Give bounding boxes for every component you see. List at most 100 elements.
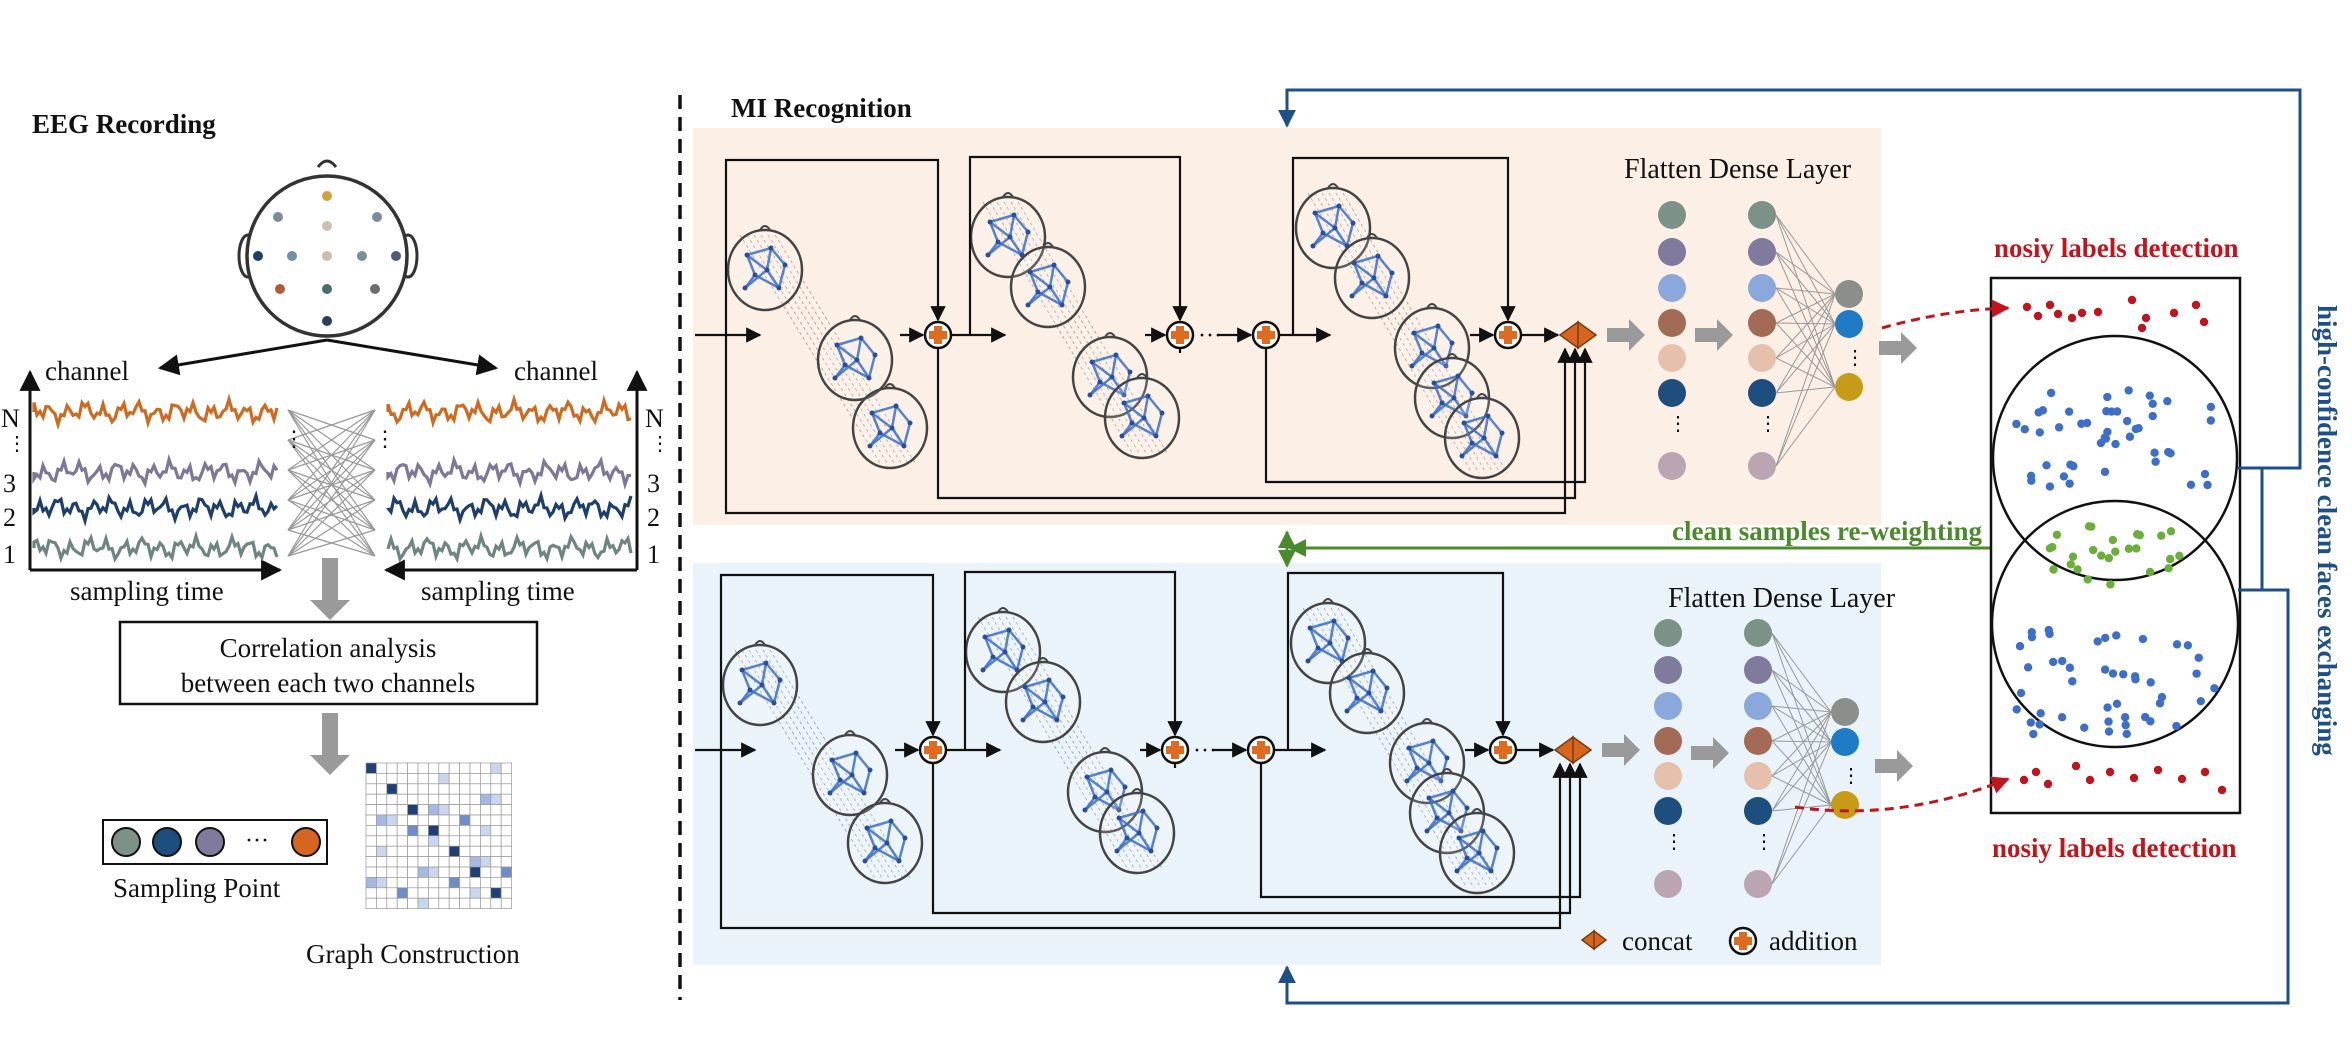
brain-graph-edge bbox=[1048, 286, 1064, 306]
clean-reweighting-label: clean samples re-weighting bbox=[1672, 516, 1982, 546]
brain-graph-node bbox=[1113, 352, 1119, 358]
high-confidence-dot bbox=[2049, 565, 2058, 574]
dense-edge bbox=[1771, 711, 1832, 812]
high-confidence-dot bbox=[2166, 527, 2176, 536]
dense-ellipsis: ⋮ bbox=[1845, 347, 1865, 369]
cross-edge bbox=[287, 409, 376, 441]
brain-graph-edge bbox=[1137, 832, 1153, 852]
matrix-cell bbox=[365, 866, 377, 878]
matrix-cell bbox=[365, 897, 377, 909]
clean-sample-dot bbox=[2124, 386, 2133, 395]
brain-graph-node bbox=[1349, 293, 1355, 299]
brain-graph-edge bbox=[1008, 236, 1024, 256]
matrix-cell bbox=[448, 793, 460, 805]
brain-graph-node bbox=[849, 772, 855, 778]
brain-graph-edge bbox=[1432, 347, 1448, 367]
brain-graph-edge bbox=[1314, 212, 1336, 229]
clean-sample-dot bbox=[2134, 423, 2143, 433]
brain-graph-edge bbox=[1458, 837, 1480, 854]
brain-graph-edge bbox=[1447, 790, 1455, 814]
correlation-line2: between each two channels bbox=[181, 668, 476, 698]
noisy-sample-dot bbox=[2093, 307, 2103, 317]
high-confidence-dot bbox=[2157, 531, 2166, 540]
matrix-cell bbox=[407, 856, 419, 868]
brain-graph-node bbox=[829, 757, 835, 763]
matrix-cell bbox=[448, 783, 460, 795]
matrix-cell bbox=[480, 783, 492, 795]
matrix-cell bbox=[386, 783, 398, 795]
brain-graph-node bbox=[1148, 848, 1154, 854]
clean-sample-dot bbox=[2112, 699, 2122, 708]
brain-graph-edge bbox=[1117, 817, 1129, 839]
electrode-dot bbox=[322, 251, 332, 261]
matrix-cell bbox=[500, 773, 512, 785]
matrix-cell bbox=[500, 762, 512, 774]
noisy-arrow-top bbox=[1881, 299, 2010, 330]
matrix-cell bbox=[396, 793, 408, 805]
bottom-gmm-circle bbox=[1990, 499, 2240, 749]
brain-graph-node bbox=[864, 825, 870, 831]
matrix-cell bbox=[407, 866, 419, 878]
dense-edge bbox=[1775, 293, 1836, 359]
matrix-cell bbox=[396, 866, 408, 878]
matrix-cell bbox=[428, 814, 440, 826]
matrix-cell bbox=[459, 804, 471, 816]
brain-graph-edge bbox=[836, 344, 858, 361]
brain-graph-edge bbox=[834, 359, 858, 379]
brain-graph-node bbox=[867, 443, 873, 449]
clean-sample-dot bbox=[2192, 669, 2201, 678]
guide-line bbox=[1017, 201, 1168, 454]
cross-edge bbox=[287, 529, 376, 557]
brain-graph-icon bbox=[759, 225, 771, 231]
brain-graph-node bbox=[1439, 400, 1445, 406]
addition-symbol bbox=[1252, 741, 1270, 759]
head-electrode-icon bbox=[237, 159, 419, 338]
dense-edge bbox=[1775, 323, 1836, 359]
brain-graph-node bbox=[1359, 280, 1365, 286]
brain-graph-node bbox=[1020, 644, 1026, 650]
clean-sample-dot bbox=[2065, 663, 2075, 672]
brain-graph-edge bbox=[865, 827, 877, 849]
high-confidence-dot bbox=[2164, 564, 2173, 573]
clean-sample-dot bbox=[2210, 684, 2219, 693]
high-confidence-dot bbox=[2175, 551, 2184, 561]
brain-graph-node bbox=[842, 362, 848, 368]
matrix-cell bbox=[417, 783, 429, 795]
brain-graph-edge bbox=[831, 759, 853, 776]
matrix-cell bbox=[386, 897, 398, 909]
cross-edge bbox=[287, 469, 376, 557]
brain-graph-edge bbox=[1456, 852, 1480, 872]
brain-graph-node bbox=[854, 357, 860, 363]
brain-graph-edge bbox=[835, 344, 847, 366]
brain-graph-node bbox=[1097, 379, 1103, 385]
brain-graph-node bbox=[1127, 369, 1133, 375]
clean-sample-dot bbox=[2016, 688, 2026, 698]
gray-flow-arrow bbox=[1695, 319, 1733, 351]
dense-edge bbox=[1775, 214, 1836, 325]
matrix-cell bbox=[396, 762, 408, 774]
matrix-cell bbox=[417, 793, 429, 805]
brain-graph-edge bbox=[1377, 255, 1393, 274]
brain-graph-icon bbox=[754, 640, 766, 646]
clean-sample-dot bbox=[2108, 669, 2118, 678]
matrix-cell bbox=[438, 845, 450, 857]
brain-graph-node bbox=[1384, 685, 1390, 691]
brain-graph-node bbox=[1089, 359, 1095, 365]
matrix-cell bbox=[490, 825, 502, 837]
noisy-sample-dot bbox=[2071, 761, 2081, 771]
brain-graph-edge bbox=[1090, 361, 1102, 383]
brain-graph-node bbox=[777, 677, 783, 683]
brain-graph-node bbox=[1122, 784, 1128, 790]
dense-edge bbox=[1775, 323, 1836, 394]
brain-graph-node bbox=[763, 660, 769, 666]
brain-graph-icon bbox=[1322, 598, 1334, 604]
matrix-cell bbox=[376, 835, 388, 847]
dense-node-output bbox=[1835, 373, 1863, 401]
dense-edge bbox=[1775, 322, 1836, 388]
brain-graph-icon bbox=[1327, 183, 1339, 189]
brain-graph-node bbox=[1059, 302, 1065, 308]
high-confidence-dot bbox=[2052, 530, 2062, 539]
matrix-cell bbox=[438, 897, 450, 909]
addition-symbol bbox=[924, 741, 942, 759]
matrix-cell bbox=[386, 887, 398, 899]
